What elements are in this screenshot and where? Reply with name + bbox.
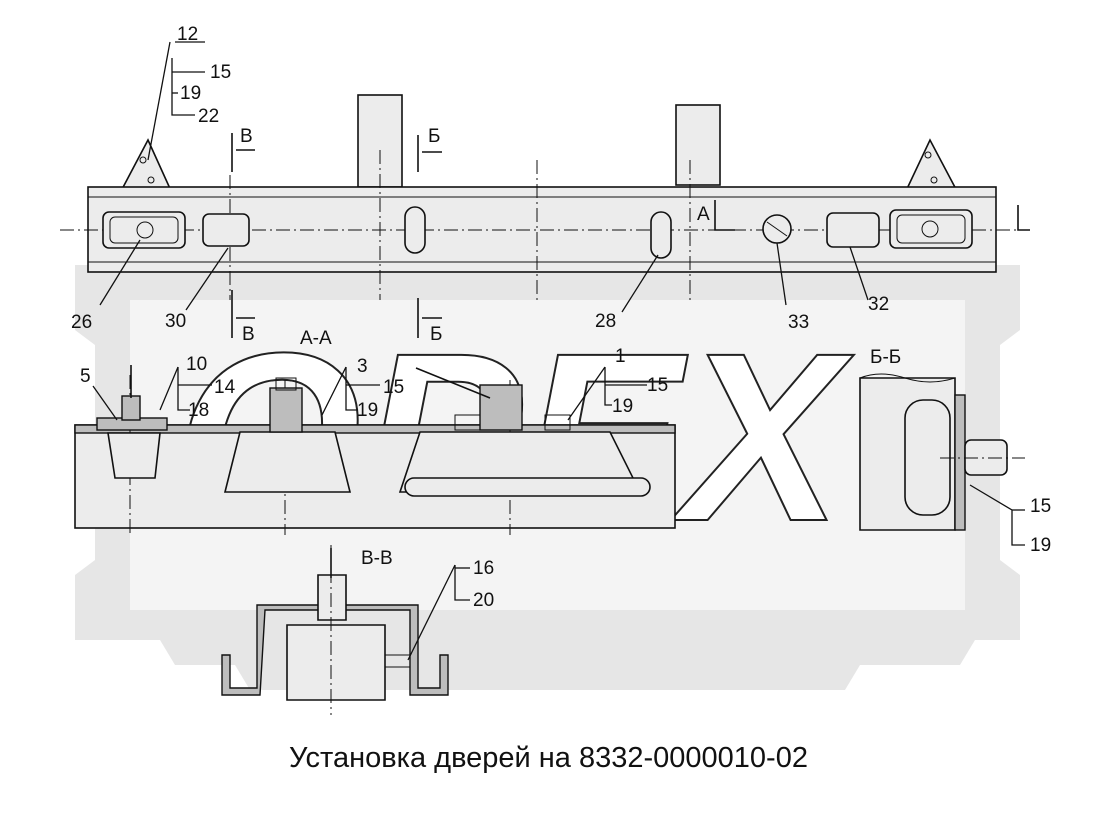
callout-5: 5	[80, 366, 91, 387]
beam-top-view	[60, 94, 1030, 338]
callout-15-bb: 15	[1030, 496, 1051, 517]
section-labels: А-А Б-Б В-В В В Б Б А	[240, 126, 901, 569]
callout-26: 26	[71, 312, 92, 333]
callout-labels: 12 15 19 22 26 30 28 33 32 5 10 14 18 3 …	[71, 24, 1051, 611]
callout-15-aa: 15	[383, 377, 404, 398]
lamp-left-double	[102, 211, 186, 249]
marker-b-top: Б	[428, 126, 440, 147]
callout-18: 18	[188, 400, 209, 421]
callout-10: 10	[186, 354, 207, 375]
lamp-right-double	[889, 209, 973, 249]
callout-19: 19	[180, 83, 201, 104]
bracket-left	[118, 138, 174, 194]
leader-lines	[92, 41, 1025, 661]
callout-15-lamp: 15	[647, 375, 668, 396]
slot-light-left	[404, 206, 426, 254]
callout-22: 22	[198, 106, 219, 127]
callout-19-aa: 19	[357, 400, 378, 421]
marker-v-top: В	[240, 126, 253, 147]
marker-a: А	[697, 204, 710, 225]
bracket-right	[903, 138, 960, 194]
callout-30: 30	[165, 311, 186, 332]
lamp-right-single	[826, 212, 880, 248]
callout-20: 20	[473, 590, 494, 611]
section-aa-view	[74, 365, 676, 535]
slot-light-right	[650, 211, 672, 259]
callout-32: 32	[868, 294, 889, 315]
callout-3: 3	[357, 356, 368, 377]
section-title-vv: В-В	[361, 548, 393, 569]
marker-b-bottom: Б	[430, 324, 442, 345]
callout-12: 12	[177, 24, 198, 45]
lamp-housing-aa	[223, 431, 352, 493]
callout-14: 14	[214, 377, 236, 398]
callout-15: 15	[210, 62, 231, 83]
callout-19-lamp: 19	[612, 396, 633, 417]
callout-16: 16	[473, 558, 494, 579]
post-left	[357, 94, 403, 188]
section-title-aa: А-А	[300, 328, 332, 349]
lamp-vv	[286, 624, 386, 701]
marker-v-bottom: В	[242, 324, 255, 345]
callout-33: 33	[788, 312, 809, 333]
post-right	[675, 104, 721, 186]
section-title-bb: Б-Б	[870, 347, 901, 368]
callout-28: 28	[595, 311, 616, 332]
callout-19-bb: 19	[1030, 535, 1051, 556]
section-bb-view	[859, 373, 1025, 531]
section-vv-view	[221, 545, 449, 715]
callout-1: 1	[615, 346, 626, 367]
drawing-caption: Установка дверей на 8332-0000010-02	[289, 742, 808, 774]
lamp-left-single	[202, 213, 250, 247]
